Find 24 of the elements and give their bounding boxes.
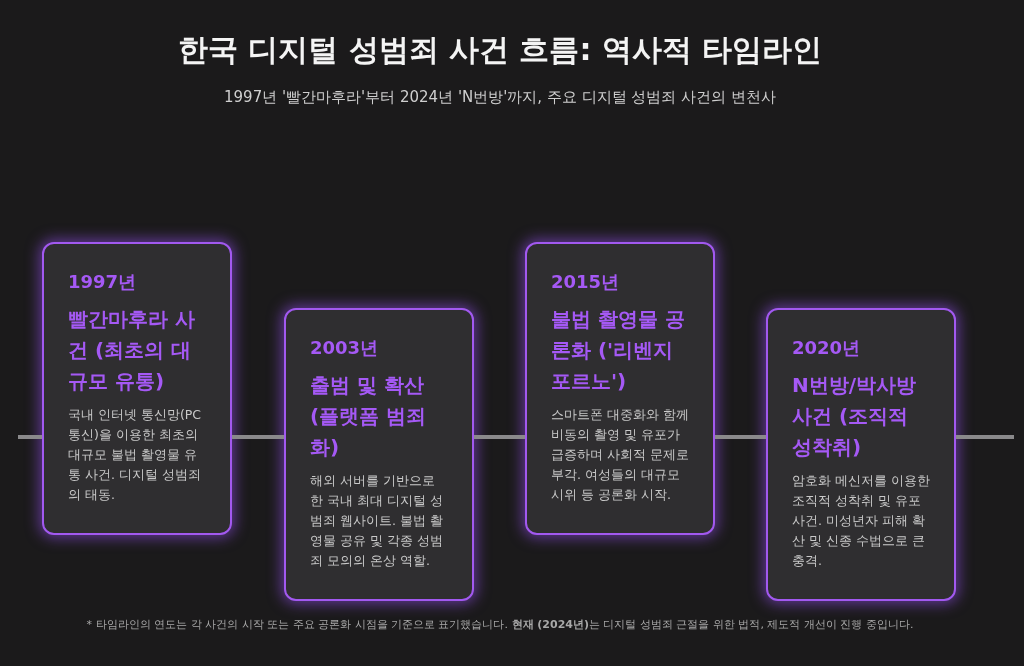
year-label: 1997년 [68,270,137,294]
event-card [284,308,474,601]
event-title: 빨간마후라 사건 (최초의 대규모 유통) [68,306,196,395]
event-title: N번방/박사방 사건 (조직적 성착취) [792,372,918,461]
event-description: 해외 서버를 기반으로 한 국내 최대 디지털 성범죄 웹사이트. 불법 촬영물 공유 및 각종 성범죄 모의의 온상 역할. [310,472,444,570]
subtitle: 1997년 '빨간마후라'부터 2024년 'N번방'까지, 주요 디지털 성범죄 사건의 변천사 [223,88,777,107]
timeline-line [715,435,766,439]
event-title: 불법 촬영물 공론화 ('리벤지 포르노') [551,306,686,395]
year-label: 2020년 [792,336,861,360]
timeline-line [18,435,42,439]
timeline-line [956,435,1014,439]
event-card [766,308,956,601]
event-description: 암호화 메신저를 이용한 조직적 성착취 및 유포 사건. 미성년자 피해 확산 및 신종 수법으로 큰 충격. [792,472,931,570]
year-label: 2015년 [551,270,620,294]
event-card [42,242,232,535]
event-description: 국내 인터넷 통신망(PC통신)을 이용한 최초의 대규모 불법 촬영물 유통 사건. 디지털 성범죄의 태동. [68,406,203,504]
timeline-line [474,435,525,439]
footnote: * 타임라인의 연도는 각 사건의 시작 또는 주요 공론화 시점을 기준으로 표기했습니다. 현재 (2024년)는 디지털 성범죄 근절을 위한 법적, 제도적 개선이 진행 중입니다. [85,617,915,632]
event-description: 스마트폰 대중화와 함께 비동의 촬영 및 유포가 급증하며 사회적 문제로 부각. 여성들의 대규모 시위 등 공론화 시작. [551,406,690,504]
timeline-line [232,435,284,439]
event-title: 출범 및 확산 (플랫폼 범죄화) [310,372,428,461]
title: 한국 디지털 성범죄 사건 흐름: 역사적 타임라인 [176,31,824,69]
event-card [525,242,715,535]
year-label: 2003년 [310,336,379,360]
